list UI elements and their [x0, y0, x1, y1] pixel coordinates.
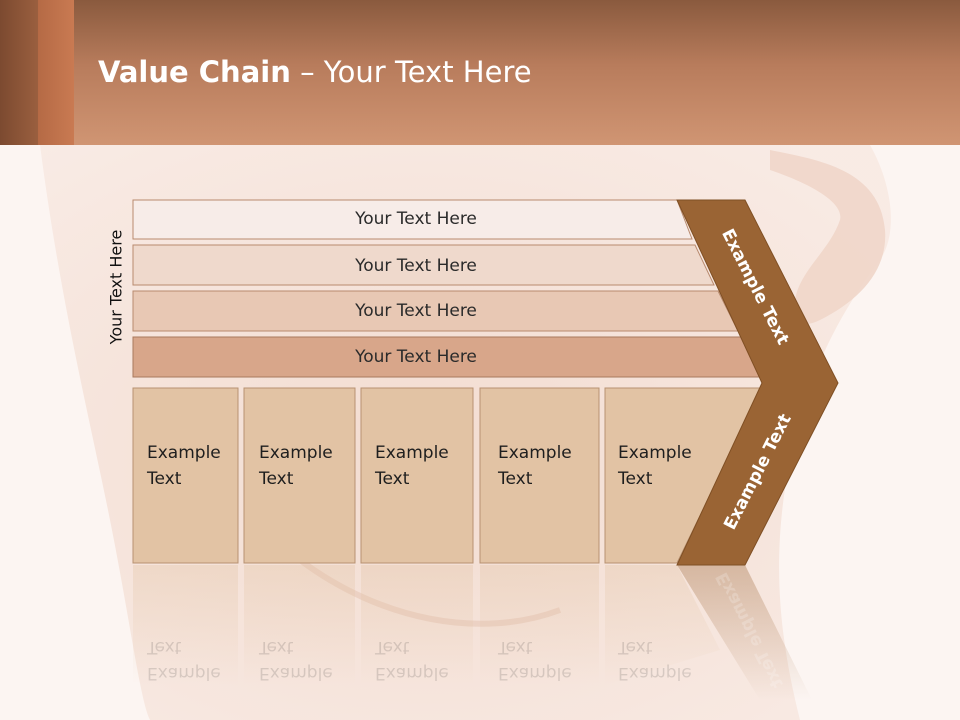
box-label-line1: Example: [375, 443, 449, 463]
box-label-reflection: Example Text: [375, 634, 465, 686]
activity-box-2: [243, 387, 356, 564]
row-label-4: Your Text Here: [355, 347, 477, 367]
reflection-line2: Text: [375, 637, 410, 657]
row-label-3: Your Text Here: [355, 301, 477, 321]
reflection-line1: Example: [375, 663, 449, 683]
box-label-3: Example Text: [375, 440, 465, 492]
box-label-reflection: Example Text: [498, 634, 588, 686]
row-label-2: Your Text Here: [355, 256, 477, 276]
box-label-2: Example Text: [259, 440, 349, 492]
slide-title: Value Chain – Your Text Here: [98, 55, 532, 89]
reflection-line2: Text: [259, 637, 294, 657]
box-label-reflection: Example Text: [259, 634, 349, 686]
reflection-line1: Example: [618, 663, 692, 683]
row-bar-2: [132, 244, 715, 286]
box-label-line1: Example: [618, 443, 692, 463]
reflection-line1: Example: [259, 663, 333, 683]
row-bar-1: [132, 199, 693, 240]
box-label-line2: Text: [498, 469, 533, 489]
box-reflection: [361, 565, 473, 685]
reflection-line2: Text: [147, 637, 182, 657]
box-reflection: [244, 565, 355, 685]
box-label-5: Example Text: [618, 440, 708, 492]
activity-box-3: [360, 387, 474, 564]
box-label-line1: Example: [147, 443, 221, 463]
chevron-arrow: [676, 199, 839, 566]
box-label-line1: Example: [259, 443, 333, 463]
activity-box-1: [132, 387, 239, 564]
box-reflection: [605, 565, 720, 685]
box-label-line2: Text: [618, 469, 653, 489]
header-accent-dark: [0, 0, 38, 145]
box-label-line1: Example: [498, 443, 572, 463]
reflection-line1: Example: [498, 663, 572, 683]
box-label-line2: Text: [375, 469, 410, 489]
box-reflection: [480, 565, 599, 685]
activity-box-5: [604, 387, 763, 564]
box-label-4: Example Text: [498, 440, 588, 492]
arrow-reflection: [677, 565, 812, 700]
box-reflection: [133, 565, 238, 685]
header-accent-light: [38, 0, 74, 145]
reflection-line2: Text: [498, 637, 533, 657]
header-band: [0, 0, 960, 145]
title-bold: Value Chain: [98, 55, 291, 89]
reflection-line1: Example: [147, 663, 221, 683]
box-label-line2: Text: [259, 469, 294, 489]
box-label-1: Example Text: [147, 440, 237, 492]
reflection-line2: Text: [618, 637, 653, 657]
row-label-1: Your Text Here: [355, 209, 477, 229]
title-rest: – Your Text Here: [290, 55, 532, 89]
box-label-reflection: Example Text: [147, 634, 237, 686]
box-label-reflection: Example Text: [618, 634, 708, 686]
activity-box-4: [479, 387, 600, 564]
box-label-line2: Text: [147, 469, 182, 489]
